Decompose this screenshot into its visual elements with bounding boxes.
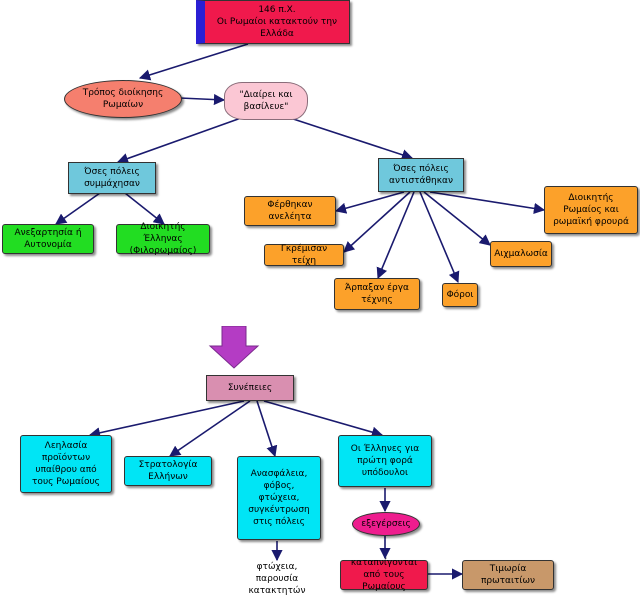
node-punishment-text: Τιμωρία πρωταιτίων (480, 564, 536, 586)
node-consequences-text: Συνέπειες (227, 383, 273, 393)
edge-consequences-plunder (88, 400, 245, 439)
edge-resisted-roman-governor (429, 191, 546, 214)
node-conscription-text: Στρατολογία Ελλήνων (138, 460, 198, 482)
node-uprisings: εξεγέρσεις (352, 512, 420, 536)
edge-top-admin (138, 43, 249, 81)
edge-divide-allies (116, 112, 256, 164)
node-independence: Ανεξαρτησία ή Αυτονομία (2, 224, 94, 254)
node-resisted-text: Όσες πόλεις αντιστάθηκαν (389, 164, 453, 186)
node-insecurity-text: Ανασφάλεια, φόβος, φτώχεια, συγκέντρωση … (248, 469, 310, 527)
node-greek-governor-text: Διοικητής Έλληνας (Φιλορωμαίος) (129, 222, 197, 256)
node-divide-text: "Διαίρει και βασίλευε" (239, 90, 293, 112)
node-walls: Γκρέμισαν τείχη (264, 244, 344, 266)
edge-resisted-taken-away (334, 191, 405, 214)
node-allies: Όσες πόλεις συμμάχησαν (68, 162, 156, 194)
node-independence-text: Ανεξαρτησία ή Αυτονομία (14, 228, 82, 250)
node-greek-governor: Διοικητής Έλληνας (Φιλορωμαίος) (116, 222, 210, 256)
node-roman-governor: Διοικητής Ρωμαίος και ρωμαϊκή φρουρά (544, 186, 638, 234)
node-conscription: Στρατολογία Ελλήνων (124, 456, 212, 486)
node-resisted: Όσες πόλεις αντιστάθηκαν (378, 158, 464, 192)
edge-admin-divide (179, 93, 226, 106)
node-walls-text: Γκρέμισαν τείχη (280, 244, 328, 266)
node-insecurity: Ανασφάλεια, φόβος, φτώχεια, συγκέντρωση … (237, 456, 321, 540)
edge-resisted-taxes (419, 191, 460, 284)
node-uprisings-text: εξεγέρσεις (361, 519, 411, 529)
node-admin: Τρόπος διοίκησης Ρωμαίων (64, 80, 182, 118)
node-first-time: Οι Έλληνες για πρώτη φορά υπόδουλοι (338, 435, 432, 487)
edge-allies-independence (55, 192, 101, 225)
node-art-text: Άρπαξαν έργα τέχνης (345, 283, 409, 305)
node-crushed-text: καταπνίγονται από τους Ρωμαίους (350, 558, 418, 592)
edge-divide-resisted (274, 112, 414, 161)
edge-allies-greek-governor (124, 192, 165, 225)
node-taxes-text: Φόροι (446, 290, 474, 300)
big-down-arrow-icon (208, 326, 260, 369)
node-plunder-text: Λεηλασία προϊόντων υπαίθρου από τους Ρωμ… (32, 441, 100, 487)
node-plunder: Λεηλασία προϊόντων υπαίθρου από τους Ρωμ… (20, 435, 112, 493)
edge-consequences-conscription (169, 400, 251, 457)
edge-resisted-walls (343, 191, 411, 253)
node-captivity: Αιχμαλωσία (490, 241, 552, 267)
node-roman-governor-text: Διοικητής Ρωμαίος και ρωμαϊκή φρουρά (553, 193, 629, 227)
node-crushed: καταπνίγονται από τους Ρωμαίους (340, 558, 428, 592)
node-captivity-text: Αιχμαλωσία (494, 249, 548, 259)
node-divide: "Διαίρει και βασίλευε" (224, 82, 308, 120)
node-art: Άρπαξαν έργα τέχνης (334, 278, 420, 310)
node-top-text: 146 π.Χ. Οι Ρωμαίοι κατακτούν την Ελλάδα (216, 5, 338, 39)
node-first-time-text: Οι Έλληνες για πρώτη φορά υπόδουλοι (350, 444, 420, 478)
node-taken-away: Φέρθηκαν ανελέητα (244, 196, 336, 226)
node-poverty: φτώχεια, παρουσία κατακτητών (238, 562, 316, 596)
edge-resisted-captivity (423, 191, 491, 246)
edge-resisted-art (376, 191, 415, 280)
edge-consequences-insecurity (256, 400, 278, 458)
node-admin-text: Τρόπος διοίκησης Ρωμαίων (82, 88, 164, 110)
node-poverty-text: φτώχεια, παρουσία κατακτητών (248, 562, 306, 596)
node-taxes: Φόροι (442, 283, 478, 307)
node-top: 146 π.Χ. Οι Ρωμαίοι κατακτούν την Ελλάδα (196, 0, 350, 44)
node-consequences: Συνέπειες (206, 375, 294, 401)
node-taken-away-text: Φέρθηκαν ανελέητα (267, 200, 313, 222)
node-punishment: Τιμωρία πρωταιτίων (462, 560, 554, 590)
node-allies-text: Όσες πόλεις συμμάχησαν (84, 167, 140, 189)
edge-consequences-first-time (263, 400, 384, 438)
